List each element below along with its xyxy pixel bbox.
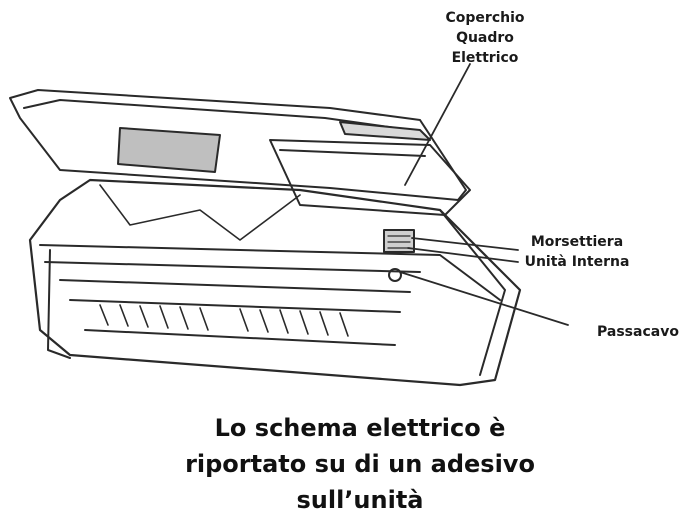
label-cover-line3: Elettrico xyxy=(451,50,519,66)
caption-line1: Lo schema elettrico è xyxy=(214,414,506,442)
front-panel-lid xyxy=(9,89,467,201)
electrical-cover-panel xyxy=(269,139,471,216)
label-cover-line1: Coperchio xyxy=(445,10,525,26)
caption-line2: riportato su di un adesivo xyxy=(185,450,535,478)
label-electrical-cover: Coperchio Quadro Elettrico xyxy=(430,8,540,68)
label-cover-line2: Quadro xyxy=(456,30,514,46)
terminal-block xyxy=(383,229,415,253)
caption-line3: sull’unità xyxy=(296,486,424,514)
caption: Lo schema elettrico è riportato su di un… xyxy=(180,410,540,518)
leader-lines xyxy=(399,63,569,326)
louver-vents xyxy=(99,304,349,337)
label-cable-gland: Passacavo xyxy=(597,324,679,340)
unit-body xyxy=(28,178,522,387)
label-terminal-block: Morsettiera Unità Interna xyxy=(512,232,642,272)
label-terminal-line1: Morsettiera xyxy=(530,234,624,250)
cable-gland xyxy=(388,268,402,282)
label-terminal-line2: Unità Interna xyxy=(524,254,630,270)
